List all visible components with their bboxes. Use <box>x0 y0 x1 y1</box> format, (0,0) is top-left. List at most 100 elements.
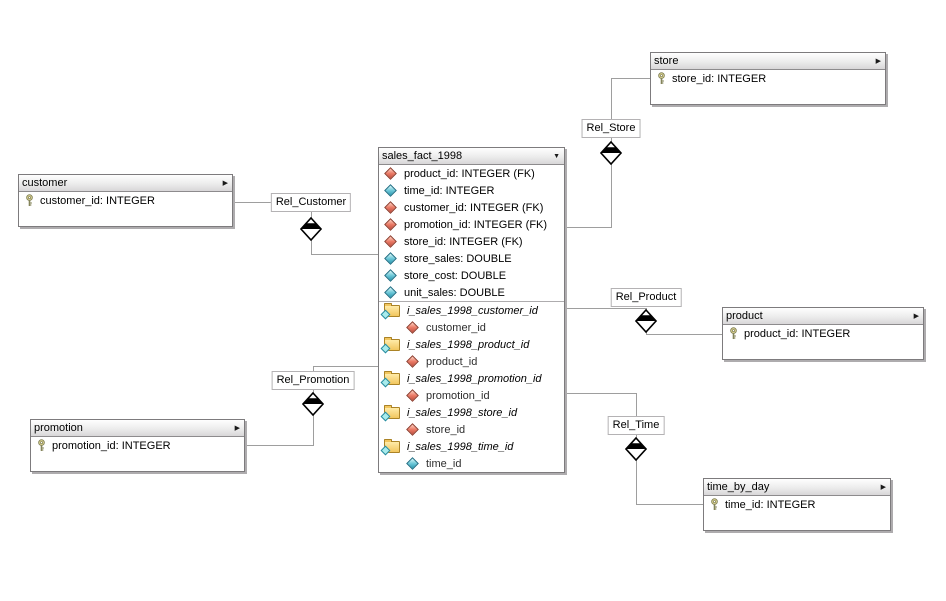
primary-key-icon <box>655 72 667 86</box>
cardinality-diamond-icon[interactable] <box>625 437 647 461</box>
index-column-row[interactable]: product_id <box>379 353 564 370</box>
relationship-line-segment <box>566 393 637 394</box>
primary-key-icon <box>35 439 47 453</box>
index-name: i_sales_1998_customer_id <box>407 304 538 317</box>
expand-arrow-icon[interactable]: ▶ <box>234 424 240 432</box>
table-body: product_id: INTEGER <box>723 325 923 342</box>
primary-key-icon <box>708 498 720 512</box>
relationship-line-segment <box>646 334 723 335</box>
expand-arrow-icon[interactable]: ▶ <box>913 312 919 320</box>
expand-arrow-icon[interactable]: ▶ <box>222 179 228 187</box>
index-column-text: time_id <box>426 457 462 470</box>
primary-key-icon <box>727 327 739 341</box>
relationship-label-rel-time[interactable]: Rel_Time <box>607 416 665 435</box>
table-body: time_id: INTEGER <box>704 496 890 513</box>
index-column-text: customer_id <box>426 321 486 334</box>
relationship-line-segment <box>311 254 378 255</box>
field-row[interactable]: promotion_id: INTEGER (FK) <box>379 216 564 233</box>
index-row[interactable]: i_sales_1998_time_id <box>379 438 564 455</box>
field-text: product_id: INTEGER <box>744 327 851 340</box>
foreign-key-diamond-icon <box>406 423 419 436</box>
table-title: customer <box>22 177 68 189</box>
relationship-line-segment <box>566 227 612 228</box>
index-column-row[interactable]: store_id <box>379 421 564 438</box>
cardinality-diamond-icon[interactable] <box>635 309 657 333</box>
expand-arrow-icon[interactable]: ▶ <box>880 483 886 491</box>
table-header[interactable]: customer ▶ <box>19 175 232 192</box>
table-customer[interactable]: customer ▶ customer_id: INTEGER <box>18 174 233 227</box>
field-text: promotion_id: INTEGER (FK) <box>404 218 548 231</box>
table-body: promotion_id: INTEGER <box>31 437 244 454</box>
table-header[interactable]: store ▶ <box>651 53 885 70</box>
collapse-arrow-icon[interactable]: ▼ <box>553 152 560 160</box>
relationship-label-rel-product[interactable]: Rel_Product <box>610 288 682 307</box>
table-title: product <box>726 310 763 322</box>
index-row[interactable]: i_sales_1998_product_id <box>379 336 564 353</box>
field-row[interactable]: unit_sales: DOUBLE <box>379 284 564 301</box>
index-column-row[interactable]: customer_id <box>379 319 564 336</box>
table-store[interactable]: store ▶ store_id: INTEGER <box>650 52 886 105</box>
field-row[interactable]: store_id: INTEGER (FK) <box>379 233 564 250</box>
table-title: sales_fact_1998 <box>382 150 463 162</box>
index-row[interactable]: i_sales_1998_store_id <box>379 404 564 421</box>
field-row[interactable]: product_id: INTEGER <box>723 325 923 342</box>
foreign-key-diamond-icon <box>384 235 397 248</box>
index-column-row[interactable]: time_id <box>379 455 564 472</box>
foreign-key-diamond-icon <box>406 389 419 402</box>
field-row[interactable]: store_cost: DOUBLE <box>379 267 564 284</box>
field-text: customer_id: INTEGER <box>40 194 155 207</box>
index-name: i_sales_1998_time_id <box>407 440 514 453</box>
index-name: i_sales_1998_store_id <box>407 406 518 419</box>
relationship-label-rel-customer[interactable]: Rel_Customer <box>270 193 352 212</box>
index-column-row[interactable]: promotion_id <box>379 387 564 404</box>
index-folder-icon <box>384 405 400 419</box>
foreign-key-diamond-icon <box>384 218 397 231</box>
relationship-label-rel-store[interactable]: Rel_Store <box>581 119 641 138</box>
field-row[interactable]: time_id: INTEGER <box>379 182 564 199</box>
field-row[interactable]: time_id: INTEGER <box>704 496 890 513</box>
table-title: time_by_day <box>707 481 770 493</box>
cardinality-diamond-icon[interactable] <box>300 217 322 241</box>
table-title: store <box>654 55 679 67</box>
index-row[interactable]: i_sales_1998_customer_id <box>379 301 564 319</box>
foreign-key-diamond-icon <box>406 355 419 368</box>
index-folder-icon <box>384 337 400 351</box>
table-header[interactable]: promotion ▶ <box>31 420 244 437</box>
table-body: product_id: INTEGER (FK) time_id: INTEGE… <box>379 165 564 472</box>
table-product[interactable]: product ▶ product_id: INTEGER <box>722 307 924 360</box>
index-row[interactable]: i_sales_1998_promotion_id <box>379 370 564 387</box>
table-sales-fact-1998[interactable]: sales_fact_1998 ▼ product_id: INTEGER (F… <box>378 147 565 473</box>
field-row[interactable]: product_id: INTEGER (FK) <box>379 165 564 182</box>
field-row[interactable]: store_id: INTEGER <box>651 70 885 87</box>
table-header[interactable]: product ▶ <box>723 308 923 325</box>
primary-key-icon <box>23 194 35 208</box>
cardinality-diamond-icon[interactable] <box>302 392 324 416</box>
table-promotion[interactable]: promotion ▶ promotion_id: INTEGER <box>30 419 245 472</box>
field-text: customer_id: INTEGER (FK) <box>404 201 544 214</box>
table-time-by-day[interactable]: time_by_day ▶ time_id: INTEGER <box>703 478 891 531</box>
field-text: store_cost: DOUBLE <box>404 269 507 282</box>
index-name: i_sales_1998_promotion_id <box>407 372 542 385</box>
relationship-line-segment <box>636 504 703 505</box>
relationship-label-rel-promotion[interactable]: Rel_Promotion <box>271 371 355 390</box>
field-text: promotion_id: INTEGER <box>52 439 171 452</box>
index-column-text: store_id <box>426 423 466 436</box>
index-name: i_sales_1998_product_id <box>407 338 530 351</box>
expand-arrow-icon[interactable]: ▶ <box>875 57 881 65</box>
cardinality-diamond-icon[interactable] <box>600 141 622 165</box>
table-title: promotion <box>34 422 83 434</box>
index-column-text: promotion_id <box>426 389 490 402</box>
table-header[interactable]: time_by_day ▶ <box>704 479 890 496</box>
index-column-text: product_id <box>426 355 478 368</box>
field-text: store_sales: DOUBLE <box>404 252 512 265</box>
field-row[interactable]: customer_id: INTEGER (FK) <box>379 199 564 216</box>
index-folder-icon <box>384 371 400 385</box>
field-row[interactable]: customer_id: INTEGER <box>19 192 232 209</box>
table-header[interactable]: sales_fact_1998 ▼ <box>379 148 564 165</box>
relationship-line-segment <box>566 308 647 309</box>
relationship-line-segment <box>313 366 378 367</box>
field-row[interactable]: store_sales: DOUBLE <box>379 250 564 267</box>
foreign-key-diamond-icon <box>384 167 397 180</box>
field-row[interactable]: promotion_id: INTEGER <box>31 437 244 454</box>
